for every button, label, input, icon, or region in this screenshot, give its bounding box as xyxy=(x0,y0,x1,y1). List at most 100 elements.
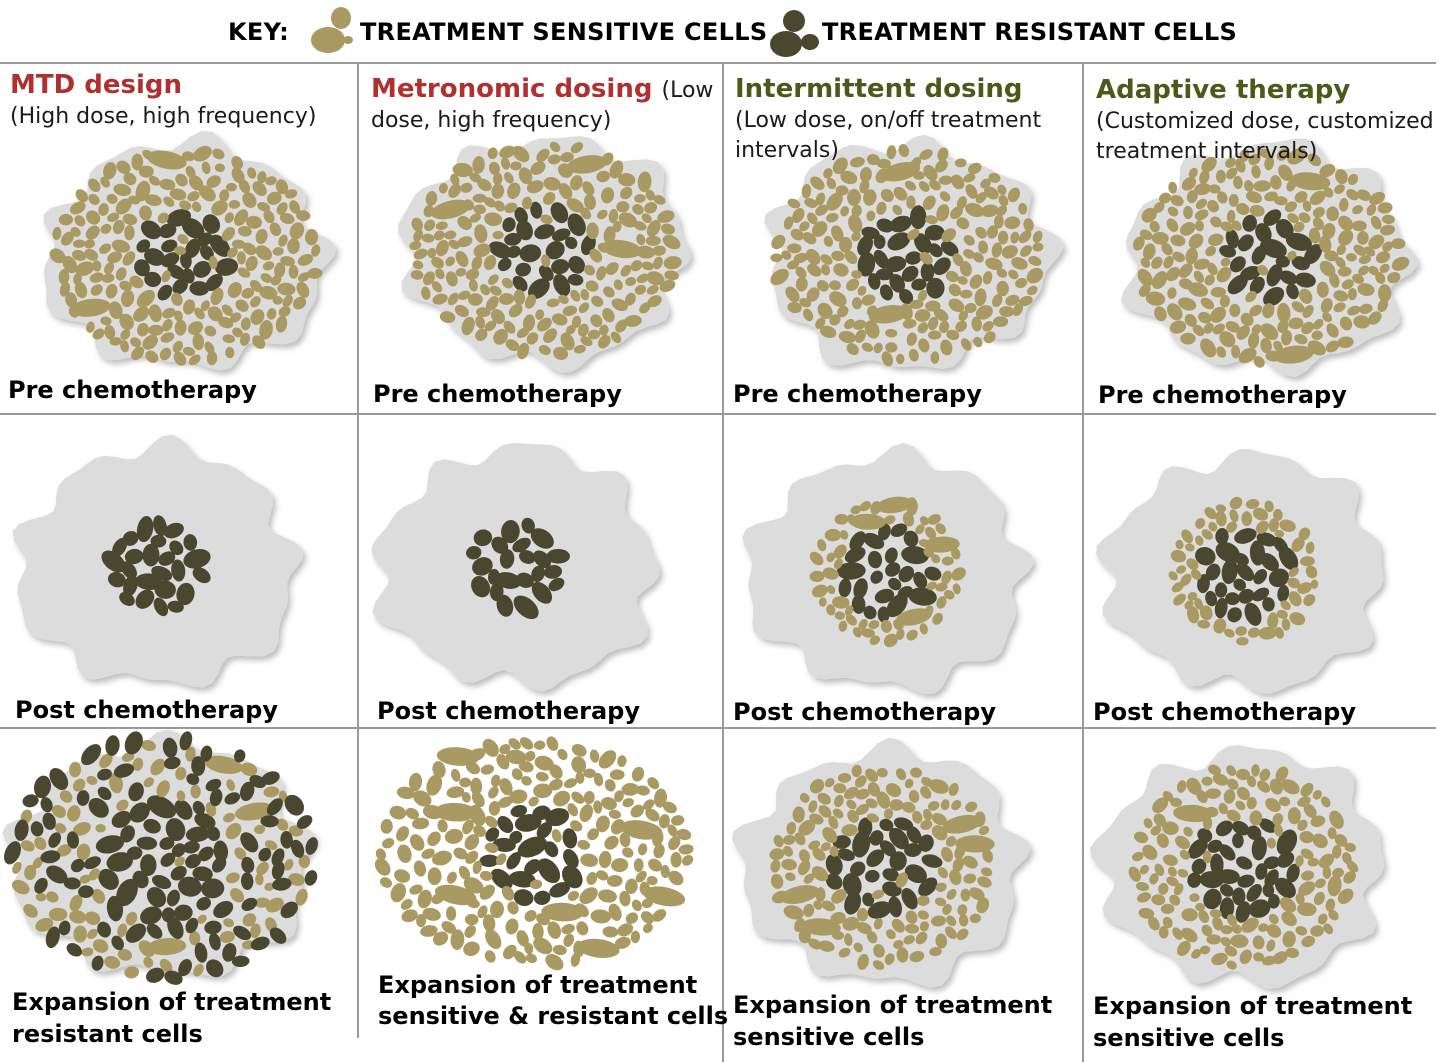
resistant-cell xyxy=(173,904,193,921)
resistant-cell xyxy=(548,577,565,592)
sensitive-cell xyxy=(604,835,619,850)
sensitive-cell xyxy=(1226,765,1237,776)
sensitive-cell xyxy=(1334,834,1348,847)
sensitive-cell xyxy=(1322,222,1336,240)
sensitive-cell xyxy=(846,278,860,291)
sensitive-cell xyxy=(951,174,965,190)
sensitive-cell xyxy=(545,954,564,971)
sensitive-cell xyxy=(1268,518,1279,533)
sensitive-cell xyxy=(934,897,947,907)
sensitive-cell xyxy=(802,308,814,322)
resistant-cell xyxy=(909,205,927,230)
resistant-cell xyxy=(1221,558,1238,585)
resistant-cell xyxy=(551,228,571,242)
resistant-cell xyxy=(206,826,221,841)
resistant-cell xyxy=(1274,877,1296,899)
sensitive-cell xyxy=(242,242,257,256)
sensitive-cell xyxy=(609,769,625,781)
sensitive-cell xyxy=(847,514,858,527)
resistant-cell xyxy=(849,531,866,551)
resistant-cell xyxy=(211,856,227,873)
sensitive-cell xyxy=(900,303,913,321)
resistant-cell xyxy=(496,594,514,617)
sensitive-cell xyxy=(84,248,99,261)
sensitive-cell xyxy=(923,536,960,553)
resistant-cell xyxy=(183,840,200,854)
sensitive-cell xyxy=(1379,224,1396,236)
resistant-cell xyxy=(119,592,135,606)
sensitive-cell xyxy=(1179,849,1191,860)
sensitive-cell xyxy=(1270,175,1282,190)
sensitive-cell xyxy=(1149,220,1160,233)
resistant-cell xyxy=(179,731,193,751)
sensitive-cell xyxy=(610,331,622,344)
sensitive-cell xyxy=(1158,926,1169,939)
sensitive-cell xyxy=(573,940,585,958)
sensitive-cell xyxy=(499,778,513,796)
sensitive-cell xyxy=(1273,340,1283,352)
sensitive-cell xyxy=(505,339,520,351)
sensitive-cell xyxy=(908,790,920,803)
resistant-cell xyxy=(489,582,504,602)
sensitive-cell xyxy=(1297,582,1312,594)
sensitive-cell xyxy=(1186,558,1199,570)
resistant-cell xyxy=(178,959,193,977)
sensitive-cell xyxy=(1189,893,1200,903)
resistant-cell xyxy=(1238,588,1255,604)
sensitive-cell xyxy=(641,261,654,271)
sensitive-cell xyxy=(1301,870,1315,881)
resistant-cell xyxy=(280,831,293,849)
sensitive-cell xyxy=(390,883,407,903)
resistant-cell xyxy=(1234,528,1257,544)
sensitive-cell xyxy=(69,910,87,924)
sensitive-cell xyxy=(1187,591,1198,601)
sensitive-cell xyxy=(95,823,106,833)
resistant-cell xyxy=(66,943,82,957)
resistant-cell xyxy=(515,262,532,277)
sensitive-cell xyxy=(824,528,842,542)
sensitive-cell xyxy=(494,200,505,212)
sensitive-cell xyxy=(120,340,129,353)
sensitive-cell xyxy=(422,907,441,921)
sensitive-cell xyxy=(1201,156,1217,173)
sensitive-cell xyxy=(457,290,471,300)
sensitive-cell xyxy=(885,342,898,353)
resistant-cell xyxy=(502,217,516,233)
sensitive-cell xyxy=(435,268,445,280)
sensitive-cell xyxy=(32,857,44,869)
sensitive-cell xyxy=(1220,925,1233,935)
sensitive-cell xyxy=(1245,499,1260,509)
sensitive-cell xyxy=(396,826,410,842)
sensitive-cell xyxy=(380,819,393,834)
column-desc-intermittent-2: intervals) xyxy=(735,138,839,163)
resistant-cell xyxy=(878,523,891,541)
sensitive-cell xyxy=(534,740,546,750)
sensitive-cell xyxy=(142,149,154,160)
sensitive-cell xyxy=(571,315,582,329)
sensitive-cell xyxy=(128,195,141,205)
resistant-cell xyxy=(904,843,922,858)
sensitive-cell xyxy=(833,783,847,794)
sensitive-cell xyxy=(577,938,620,958)
resistant-cell xyxy=(1215,528,1229,545)
sensitive-cell xyxy=(99,243,112,255)
sensitive-cell xyxy=(1184,600,1194,610)
sensitive-cell xyxy=(1215,169,1226,184)
sensitive-cell xyxy=(919,251,933,265)
sensitive-cell xyxy=(985,257,1003,271)
sensitive-cell xyxy=(250,296,261,308)
sensitive-cell xyxy=(915,931,928,945)
sensitive-cell xyxy=(829,280,841,291)
sensitive-cell xyxy=(552,944,567,956)
sensitive-cell xyxy=(237,267,251,278)
sensitive-cell xyxy=(840,170,858,185)
resistant-cell xyxy=(1258,818,1277,833)
resistant-cell xyxy=(1246,825,1262,841)
resistant-cell xyxy=(885,256,907,273)
sensitive-cell xyxy=(905,910,918,924)
sensitive-cell xyxy=(249,279,263,293)
sensitive-cell xyxy=(104,262,115,275)
resistant-cell xyxy=(1263,856,1280,870)
sensitive-cell xyxy=(583,790,595,805)
sensitive-cell xyxy=(602,308,615,323)
